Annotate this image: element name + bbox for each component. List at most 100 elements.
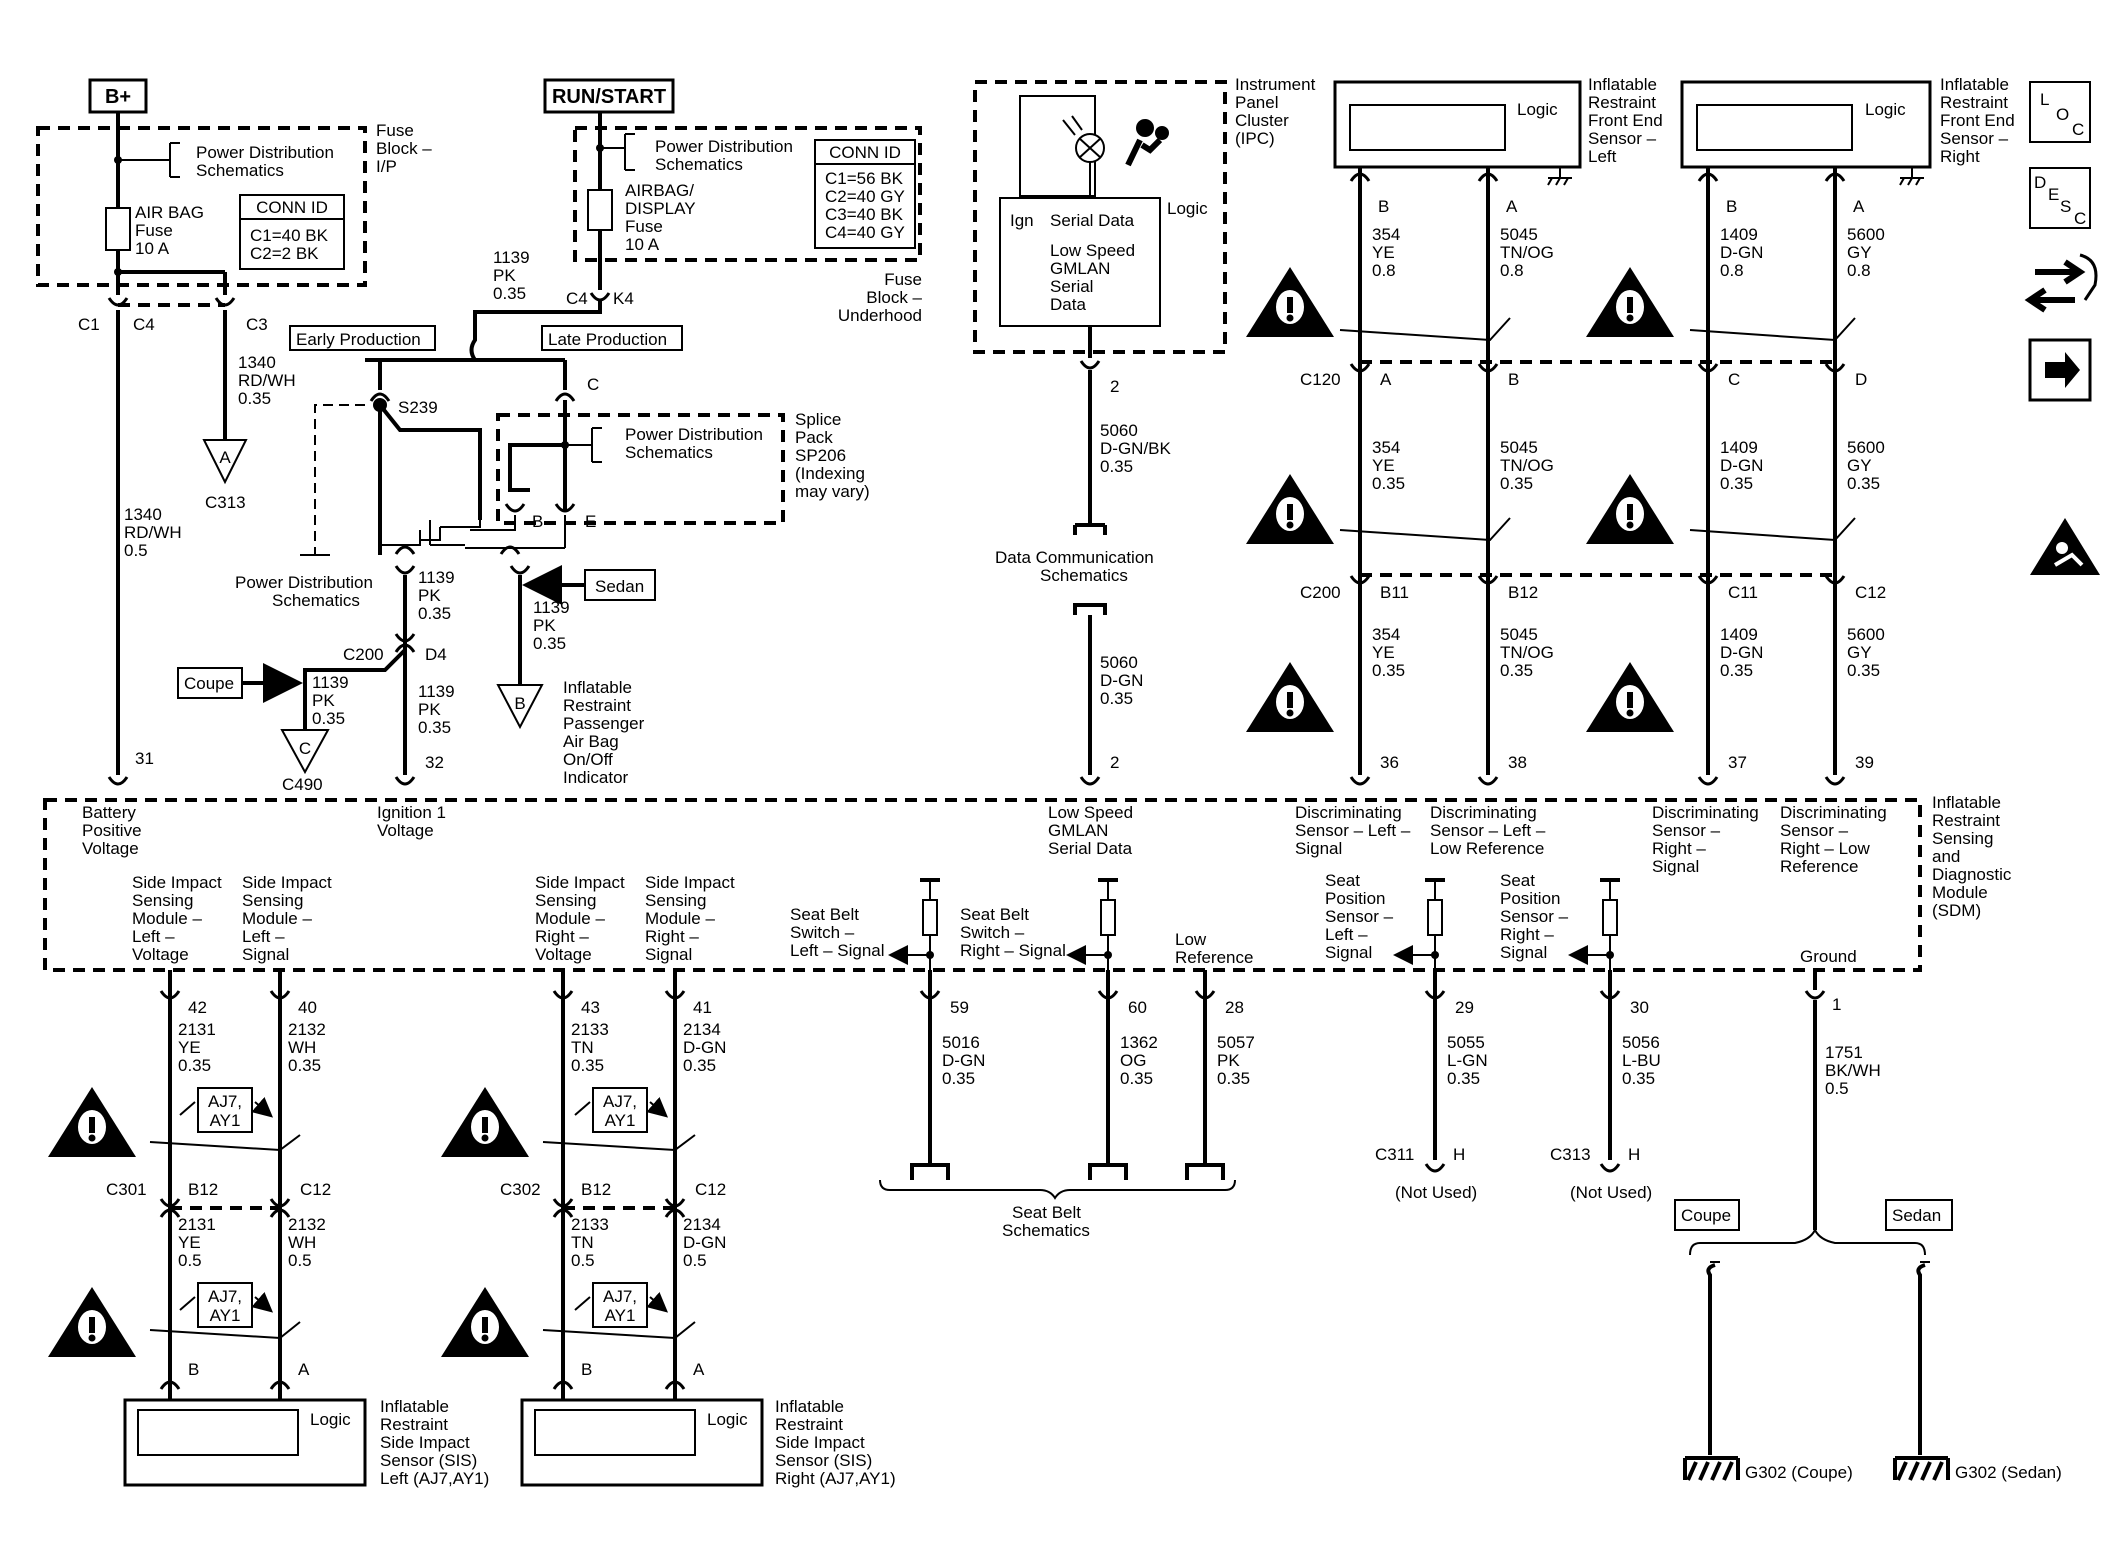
pullup-resistor — [1568, 878, 1620, 970]
svg-text:C4=40 GY: C4=40 GY — [825, 223, 905, 242]
svg-text:E: E — [2048, 185, 2059, 204]
option-box: AJ7,AY1 — [574, 1282, 665, 1327]
airbag-icon — [1125, 119, 1169, 167]
svg-text:RUN/START: RUN/START — [552, 86, 666, 108]
connector-icon[interactable] — [2024, 253, 2098, 313]
run-start-box: RUN/START — [543, 78, 675, 114]
pullup-resistor — [1066, 878, 1118, 970]
pin-label: H — [1453, 1145, 1465, 1164]
sedan-box-bottom: Sedan — [1885, 1199, 1953, 1231]
warning-icon — [441, 1087, 529, 1157]
connector-terminal — [1477, 775, 1499, 786]
pin-label: A — [298, 1360, 310, 1379]
connector-terminal — [1599, 1162, 1621, 1173]
svg-text:L: L — [2040, 90, 2049, 109]
svg-text:C1: C1 — [78, 315, 100, 334]
svg-text:C: C — [587, 375, 599, 394]
warning-icon — [1586, 267, 1674, 337]
svg-text:31: 31 — [135, 749, 154, 768]
svg-text:C200: C200 — [343, 645, 384, 664]
warning-icon — [48, 1087, 136, 1157]
sdm-outline — [43, 798, 1922, 972]
svg-text:C200: C200 — [1300, 583, 1341, 602]
coupe-box-bottom: Coupe — [1674, 1199, 1740, 1231]
pin-label: 38 — [1508, 753, 1527, 772]
svg-text:C490: C490 — [282, 775, 323, 794]
svg-text:Ign: Ign — [1010, 211, 1034, 230]
conn-id-ip: CONN ID C1=40 BK C2=2 BK — [239, 194, 345, 270]
pin-label: 41 — [693, 998, 712, 1017]
airbag-fuse — [105, 207, 131, 251]
pin-label: 30 — [1630, 998, 1649, 1017]
connector-terminal — [1424, 1162, 1446, 1173]
svg-text:G302 (Coupe): G302 (Coupe) — [1745, 1463, 1853, 1482]
ipc-outline — [973, 80, 1227, 354]
pin-label: C — [1728, 370, 1740, 389]
pin-label: B12 — [188, 1180, 218, 1199]
connector-terminal — [1697, 775, 1719, 786]
pin-label: B11 — [1380, 583, 1409, 602]
svg-text:C1=40 BK: C1=40 BK — [250, 226, 329, 245]
pullup-resistor — [1393, 878, 1445, 970]
svg-text:CONN ID: CONN ID — [256, 198, 328, 217]
svg-text:AJ7,: AJ7, — [208, 1287, 242, 1306]
pin-label: B — [1726, 197, 1737, 216]
svg-text:Late Production: Late Production — [548, 330, 667, 349]
ground-triangle-b — [496, 684, 544, 730]
front-sensor-left: Logic — [1333, 80, 1582, 186]
svg-text:C: C — [2072, 120, 2084, 139]
sis-right-sensor: Logic — [520, 1398, 764, 1487]
svg-text:C: C — [2074, 209, 2086, 228]
pin-label: B12 — [1508, 583, 1538, 602]
svg-text:E: E — [585, 512, 596, 531]
svg-text:C301: C301 — [106, 1180, 147, 1199]
pin-label: 39 — [1855, 753, 1874, 772]
not-used-label: (Not Used) — [1570, 1183, 1652, 1202]
ground-triangle-c — [280, 729, 330, 775]
svg-text:C: C — [299, 739, 311, 758]
ground-symbol-sedan — [1893, 1456, 1950, 1481]
pin-label: A — [1853, 197, 1865, 216]
pin-label: C12 — [695, 1180, 726, 1199]
svg-text:C4: C4 — [566, 289, 588, 308]
svg-text:G302 (Sedan): G302 (Sedan) — [1955, 1463, 2062, 1482]
pin-label: 42 — [188, 998, 207, 1017]
warning-icon — [441, 1287, 529, 1357]
svg-text:Logic: Logic — [707, 1410, 748, 1429]
pin-label: 60 — [1128, 998, 1147, 1017]
fuse-block-ip-outline — [36, 126, 367, 287]
next-arrow-icon[interactable] — [2028, 338, 2092, 402]
loc-icon[interactable]: LOC — [2029, 81, 2091, 143]
connector-terminal — [1349, 775, 1371, 786]
svg-text:Ground: Ground — [1800, 947, 1857, 966]
svg-text:Logic: Logic — [310, 1410, 351, 1429]
